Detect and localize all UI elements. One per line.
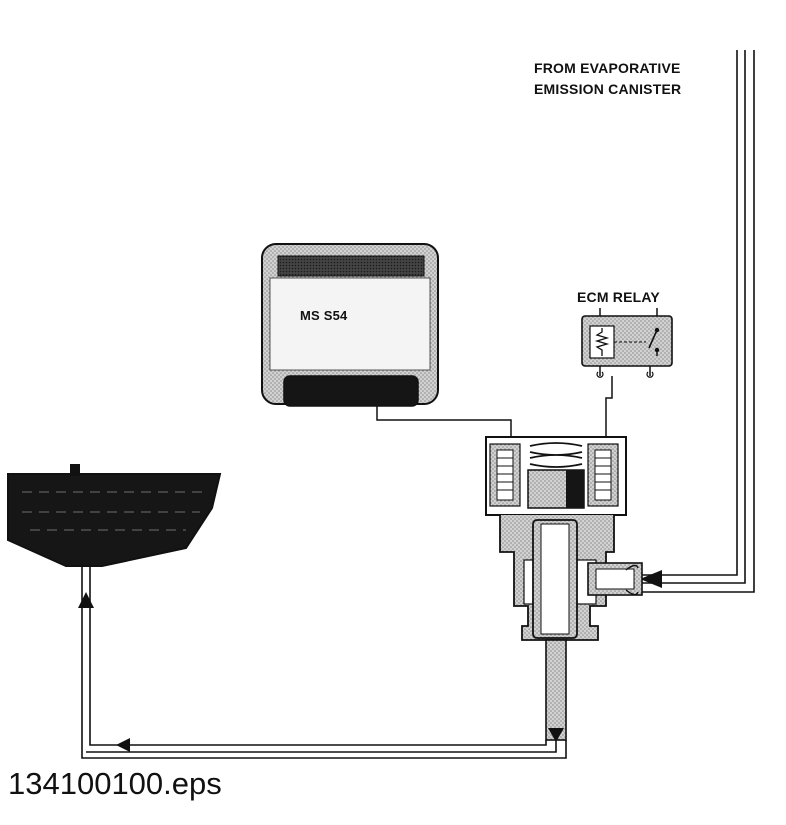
ecm-signal-wire [376, 406, 512, 437]
canister-hose [640, 50, 755, 593]
canister-label: FROM EVAPORATIVE EMISSION CANISTER [534, 58, 681, 100]
ecm-relay [581, 308, 673, 378]
purge-return-hose [81, 565, 567, 759]
relay-power-wire [605, 376, 613, 437]
intake-manifold [7, 464, 222, 567]
flow-arrow-down [548, 728, 564, 742]
canister-label-line1: FROM EVAPORATIVE [534, 60, 681, 76]
ecm-module [261, 243, 439, 407]
filename-caption: 134100100.eps [8, 766, 222, 801]
flow-arrow-left [116, 738, 130, 752]
canister-label-line2: EMISSION CANISTER [534, 81, 682, 97]
flow-arrow-up [78, 592, 94, 608]
ecm-module-label: MS S54 [300, 308, 348, 323]
flow-arrow-into-valve [640, 570, 662, 588]
purge-valve [485, 436, 643, 741]
ecm-relay-label: ECM RELAY [577, 289, 660, 305]
